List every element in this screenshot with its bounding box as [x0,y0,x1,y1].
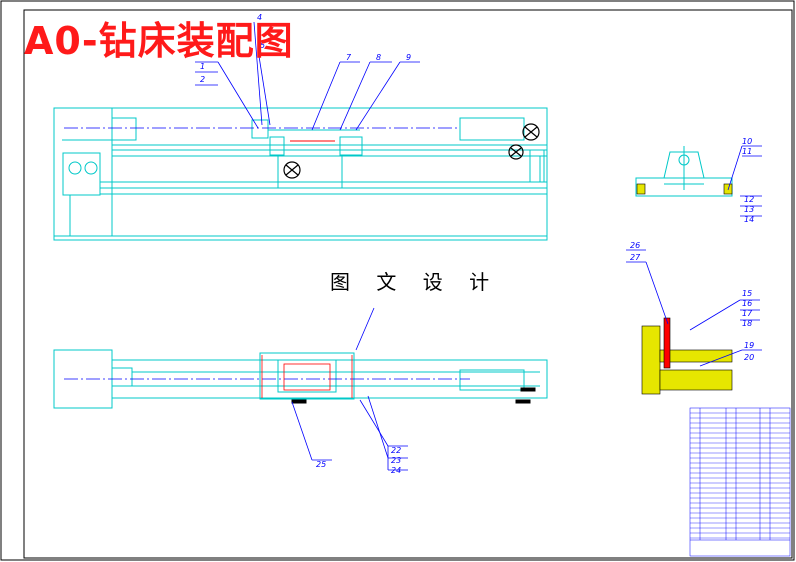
drawing-title: A0-钻床装配图 [24,19,294,63]
balloon-27: 27 [630,253,641,262]
watermark-text: 图 文 设 计 [330,270,500,294]
balloon-26: 26 [630,241,640,250]
balloon-8: 8 [376,53,381,62]
balloon-23: 23 [391,456,401,465]
handwheel-icon [283,123,540,179]
balloon-9: 9 [406,53,411,62]
side-section-view [635,146,733,197]
leader-lines-front [195,21,420,131]
balloon-2: 2 [200,75,205,84]
leader-lines-side [727,145,762,217]
balloon-4: 4 [257,13,262,22]
balloon-12: 12 [744,195,754,204]
leader-lines-top [291,307,408,471]
balloon-5: 5 [260,41,265,50]
balloon-17: 17 [742,309,753,318]
detail-section-view [641,317,733,395]
balloon-13: 13 [744,205,754,214]
balloon-20: 20 [744,353,754,362]
top-view-red-details [261,355,353,398]
leader-lines-detail [626,249,762,367]
balloon-11: 11 [742,147,752,156]
front-view [53,107,548,241]
balloon-1: 1 [200,62,205,71]
balloon-25: 25 [316,460,326,469]
parts-list-table [689,407,791,557]
top-view [53,349,548,409]
balloon-16: 16 [742,299,752,308]
support-foot-icon [291,387,536,404]
balloon-24: 24 [391,466,401,475]
balloon-15: 15 [742,289,752,298]
balloon-10: 10 [742,137,752,146]
balloon-14: 14 [744,215,754,224]
balloon-18: 18 [742,319,752,328]
balloon-22: 22 [391,446,401,455]
balloon-7: 7 [346,53,352,62]
balloon-19: 19 [744,341,754,350]
parts-list-rows [690,412,790,539]
